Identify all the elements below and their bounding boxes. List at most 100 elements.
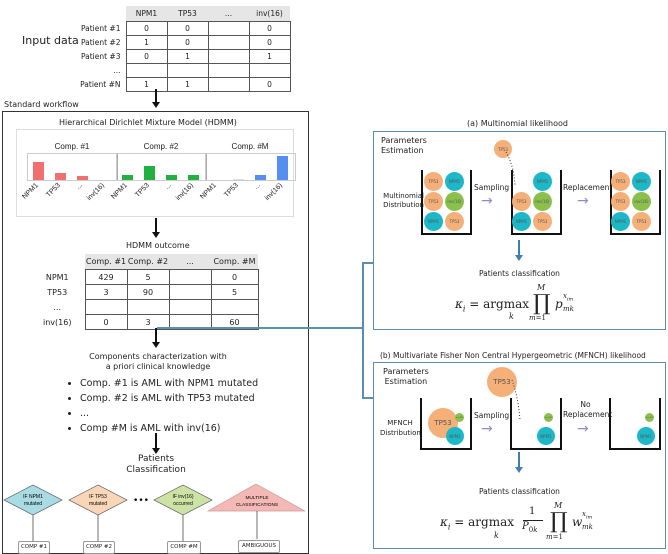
input-col-header: ... (208, 6, 249, 22)
decision-diamond-inv16: IF inv(16) occurred (153, 484, 213, 541)
hdmm-outcome-title: HDMM outcome (126, 241, 190, 250)
ball: TP53 (487, 367, 517, 397)
arrow-down-icon (155, 328, 157, 343)
arrow-down-icon (155, 89, 157, 103)
arrow-right-icon: → (577, 421, 589, 437)
params-label-line: Estimation (384, 377, 428, 386)
dist-label-line: Distribution (383, 201, 424, 209)
multiple-classifications-triangle: MULTIPLE CLASSIFICATIONS (206, 483, 306, 539)
bar (144, 165, 155, 180)
beaker (609, 398, 661, 450)
result-compm: COMP #M (167, 541, 201, 554)
cell: 5 (210, 284, 259, 300)
ball: NPM1 (637, 427, 655, 445)
multiple-text: MULTIPLE (245, 495, 268, 501)
arrow-down-icon (518, 452, 520, 468)
dist-label: Multinomial Distribution (376, 192, 424, 210)
characterization-title-line: Components characterization with (89, 352, 227, 361)
arrowhead (152, 342, 160, 348)
outcome-row: ... (35, 299, 259, 315)
params-label-line: Estimation (381, 146, 424, 155)
cell: 5 (126, 269, 170, 285)
beaker (421, 170, 472, 235)
classification-diagram: IF NPM1 mutated IF TP53 mutated ••• IF i… (3, 483, 306, 541)
ball-label: NPM1 (540, 433, 552, 439)
ball: inv(16) (632, 192, 651, 211)
cell (248, 63, 291, 78)
fraction-bar (523, 520, 543, 521)
ball: TP53 (533, 212, 552, 231)
dist-label-line: Distribution (380, 429, 421, 437)
ball-label: inv(16) (447, 199, 462, 204)
cell: 1 (125, 35, 168, 50)
ball: NPM1 (445, 172, 464, 191)
outcome-col-header: Comp. #M (211, 254, 258, 270)
row-label: Patient #1 (80, 24, 121, 33)
cell: 60 (210, 314, 259, 330)
row-label: ... (53, 302, 62, 312)
ball-label: TP53 (449, 219, 460, 224)
characterization-list: Comp. #1 is AML with NPM1 mutated Comp. … (60, 376, 258, 436)
ball-label: TP53 (636, 219, 647, 224)
connector-line (362, 397, 374, 399)
classification-title-line: Patients (137, 454, 175, 464)
dist-label-line: MFNCH (387, 419, 413, 427)
outcome-col-header: Comp. #1 (85, 254, 127, 270)
cell: 1 (166, 49, 209, 64)
no-replacement-line: No (580, 400, 591, 409)
ball: NPM1 (446, 427, 464, 445)
panel-a-frame (373, 131, 666, 330)
cell: 0 (248, 21, 291, 36)
sub-chart-2 (205, 153, 296, 181)
bar (122, 175, 133, 180)
ball: inv(16) (533, 192, 552, 211)
bar (277, 156, 288, 180)
row-label: ... (113, 66, 121, 75)
decision-text: mutated (89, 501, 107, 507)
ball-label: NPM1 (448, 179, 461, 184)
cell (168, 299, 212, 315)
outcome-col-header: Comp. #2 (127, 254, 169, 270)
series-label: Comp. #1 (54, 142, 90, 151)
params-label-line: Parameters (381, 136, 427, 145)
characterization-title: Components characterization with a prior… (60, 352, 256, 372)
ball: inv(16) (455, 413, 464, 422)
row-label: Patient #N (80, 80, 121, 89)
cell (210, 299, 259, 315)
ball-label: NPM1 (536, 179, 549, 184)
ball: NPM1 (611, 212, 630, 231)
result-comp1: COMP #1 (18, 541, 50, 554)
arrowhead (152, 232, 160, 238)
decision-text: IF inv(16) (172, 494, 193, 500)
cell (207, 21, 250, 36)
arrow-down-icon (155, 433, 157, 449)
ball: TP53 (424, 192, 443, 211)
arrowhead (515, 255, 523, 261)
arrowhead (152, 102, 160, 108)
ball-label: TP53 (615, 179, 626, 184)
connector-line (362, 262, 374, 264)
bar (188, 174, 199, 180)
cell: 0 (166, 35, 209, 50)
input-col-header: NPM1 (126, 6, 167, 22)
outcome-col-header: ... (169, 254, 211, 270)
bar (166, 175, 177, 180)
decision-text: IF NPM1 (23, 494, 43, 500)
cell (207, 77, 250, 92)
formula-b: κi = argmax k 1 P0k M ∏ m=1 w mk xim (440, 501, 593, 541)
cell (84, 299, 128, 315)
dist-label: MFNCH Distribution (380, 418, 421, 438)
series-label: Comp. #M (231, 142, 269, 151)
sub-chart-1 (116, 153, 207, 181)
dist-label-line: Multinomial (383, 192, 424, 200)
arrow-right-icon: → (481, 421, 493, 437)
multiple-text: CLASSIFICATIONS (236, 502, 278, 508)
row-label: Patient #2 (80, 38, 121, 47)
